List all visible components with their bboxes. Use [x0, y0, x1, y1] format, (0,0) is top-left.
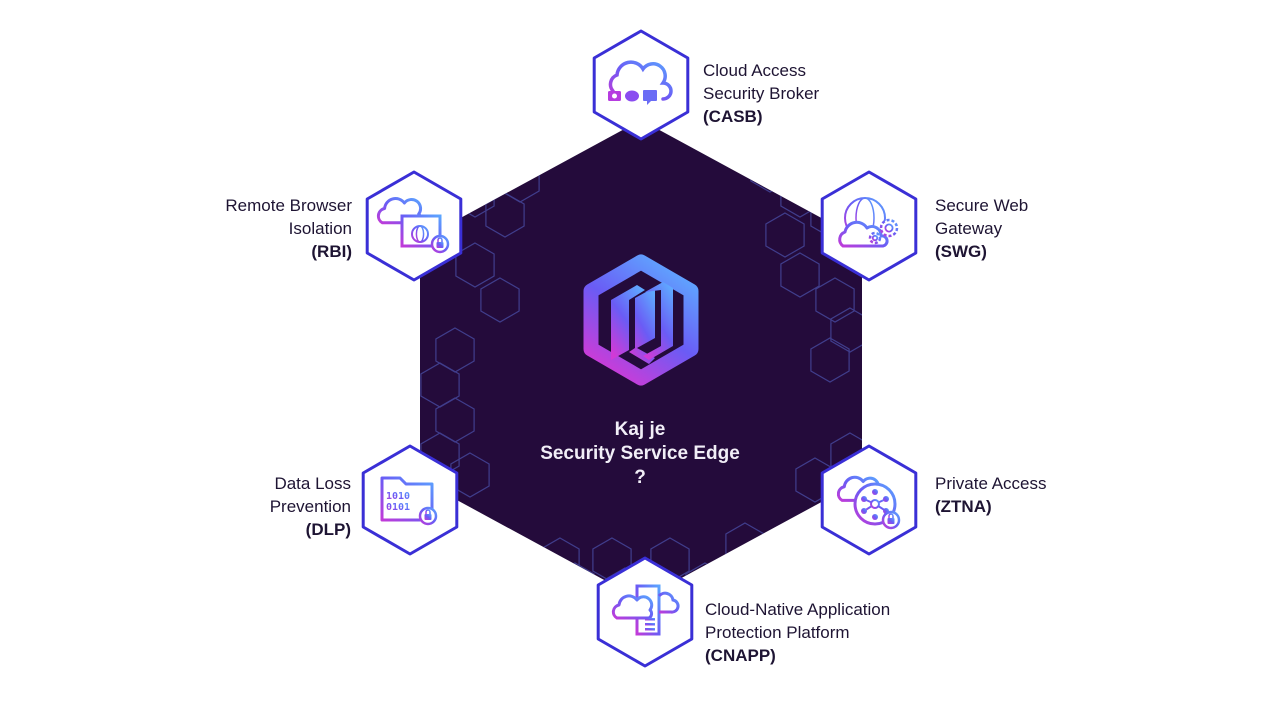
- cloud-apps-icon: [608, 60, 673, 105]
- label-line: Private Access: [935, 474, 1047, 493]
- cloud-network-lock-icon: [836, 475, 901, 530]
- center-title: Kaj je Security Service Edge ?: [480, 418, 800, 490]
- label-abbr: (ZTNA): [935, 497, 992, 516]
- center-title-line2: Security Service Edge: [540, 443, 740, 464]
- svg-text:0101: 0101: [386, 502, 410, 513]
- label-line: Secure Web: [935, 196, 1029, 215]
- node-hexagon: [592, 29, 690, 141]
- label-line: Prevention: [269, 497, 351, 516]
- pattern-hexagon: [830, 307, 862, 353]
- node-swg: [820, 170, 918, 282]
- label-abbr: (CNAPP): [705, 646, 776, 665]
- center-title-line3: ?: [634, 467, 646, 488]
- label-abbr: (RBI): [311, 242, 352, 261]
- node-label-ztna: Private Access (ZTNA): [935, 472, 1047, 518]
- node-label-dlp: Data Loss Prevention (DLP): [270, 472, 351, 541]
- node-label-casb: Cloud Access Security Broker (CASB): [703, 59, 819, 128]
- node-ztna: [820, 444, 918, 556]
- pattern-hexagon: [480, 277, 520, 323]
- label-line: Remote Browser: [225, 196, 352, 215]
- pattern-hexagon: [450, 452, 490, 498]
- node-casb: [592, 29, 690, 141]
- label-line: Cloud Access: [703, 61, 806, 80]
- label-line: Data Loss: [274, 474, 351, 493]
- svg-text:1010: 1010: [386, 491, 410, 502]
- cloud-browser-lock-icon: [376, 197, 450, 254]
- pattern-hexagon: [815, 277, 855, 323]
- node-rbi: [365, 170, 463, 282]
- cloud-server-icon: [611, 584, 680, 636]
- node-label-swg: Secure Web Gateway (SWG): [935, 194, 1028, 263]
- label-line: Cloud-Native Application: [705, 600, 891, 619]
- pattern-hexagon: [765, 212, 805, 258]
- globe-cloud-gear-icon: [838, 197, 899, 248]
- sse-hexagon-logo-icon: [583, 254, 699, 386]
- node-cnapp: [596, 556, 694, 668]
- center-hexagon: [420, 120, 862, 600]
- center-title-line1: Kaj je: [614, 419, 666, 440]
- pattern-hexagon: [780, 252, 820, 298]
- node-label-rbi: Remote Browser Isolation (RBI): [225, 194, 352, 263]
- node-label-cnapp: Cloud-Native Application Protection Plat…: [705, 598, 890, 667]
- label-line: Isolation: [288, 219, 352, 238]
- label-line: Security Broker: [703, 84, 820, 103]
- pattern-hexagon: [810, 337, 850, 383]
- label-line: Protection Platform: [705, 623, 850, 642]
- label-abbr: (CASB): [703, 107, 763, 126]
- label-abbr: (SWG): [935, 242, 987, 261]
- label-line: Gateway: [935, 219, 1003, 238]
- label-abbr: (DLP): [305, 520, 351, 539]
